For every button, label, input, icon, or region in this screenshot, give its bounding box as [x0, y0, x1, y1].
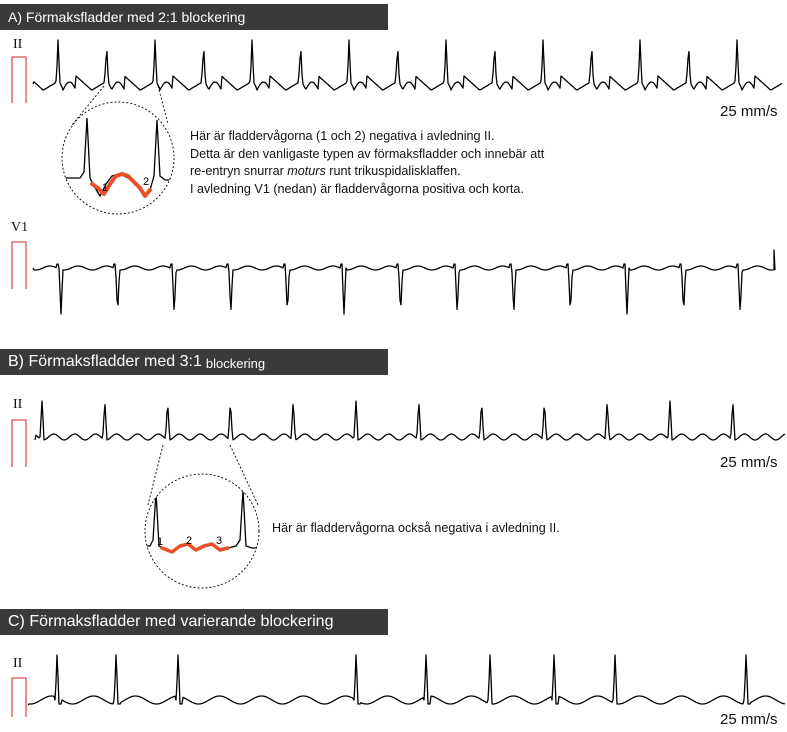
lead-label-a-v1: V1	[11, 220, 29, 235]
section-a-title: A) Förmaksfladder med 2:1 blockering	[8, 9, 246, 25]
zoom-callout-b: 1 2 3	[144, 444, 260, 589]
calibration-pulse-b-ii	[11, 419, 27, 467]
ecg-trace-b-lead-ii	[34, 400, 786, 441]
note-a-line3: re-entryn snurrar moturs runt trikuspida…	[190, 163, 544, 181]
section-b-banner: B) Förmaksfladder med 3:1 blockering	[0, 349, 388, 375]
speed-label-b: 25 mm/s	[720, 454, 778, 471]
speed-label-a: 25 mm/s	[720, 103, 778, 120]
flutter-wave-highlight-a	[90, 172, 152, 198]
calibration-pulse-a-ii	[11, 56, 27, 103]
zoom-circle-b	[144, 473, 260, 589]
note-a-line2: Detta är den vanligaste typen av förmaks…	[190, 146, 545, 161]
section-c-banner: C) Förmaksfladder med varierande blocker…	[0, 609, 388, 635]
ecg-trace-a-lead-v1	[32, 249, 776, 315]
zoom-callout-a: 1 2	[61, 85, 175, 215]
lead-label-a-ii: II	[13, 37, 23, 52]
section-b-title: B) Förmaksfladder med 3:1	[8, 353, 202, 370]
calibration-pulse-c-ii	[11, 677, 27, 717]
speed-label-c: 25 mm/s	[720, 711, 778, 728]
ecg-trace-c-lead-ii	[27, 654, 786, 706]
section-b-title-small: blockering	[205, 356, 266, 371]
lead-label-b-ii: II	[13, 397, 23, 412]
zoom-label-b-3: 3	[216, 535, 222, 547]
note-b-line1: Här är fladdervågorna också negativa i a…	[272, 521, 560, 535]
zoom-label-a-2: 2	[143, 176, 149, 188]
note-a-line3-post: runt trikuspidalisklaffen.	[325, 164, 461, 178]
ecg-trace-a-lead-ii	[32, 39, 783, 91]
note-a: Här är fladdervågorna (1 och 2) negativa…	[190, 128, 544, 198]
note-b: Här är fladdervågorna också negativa i a…	[272, 520, 560, 538]
note-a-line3-pre: re-entryn snurrar	[190, 164, 288, 178]
zoom-circle-a	[61, 101, 175, 215]
section-a-banner: A) Förmaksfladder med 2:1 blockering	[0, 4, 388, 30]
calibration-pulse-a-v1	[11, 241, 27, 289]
zoom-label-b-2: 2	[186, 535, 192, 547]
zoom-label-a-1: 1	[102, 182, 108, 194]
note-a-line4: I avledning V1 (nedan) är fladdervågorna…	[190, 181, 524, 196]
flutter-wave-highlight-b	[160, 542, 230, 554]
section-c-title: C) Förmaksfladder med varierande blocker…	[8, 613, 334, 630]
lead-label-c-ii: II	[13, 656, 23, 671]
note-a-line1: Här är fladdervågorna (1 och 2) negativa…	[190, 129, 495, 143]
note-a-line3-em: moturs	[287, 164, 326, 178]
zoom-label-b-1: 1	[157, 536, 163, 548]
